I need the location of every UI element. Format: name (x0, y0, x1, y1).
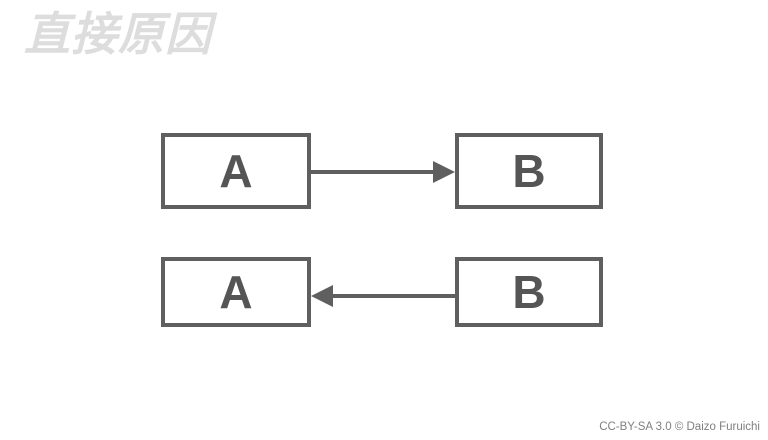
node-label-a-row1: A (219, 145, 253, 197)
arrow-b-to-a-icon (311, 285, 457, 307)
node-box-b-row2[interactable]: B (455, 257, 603, 327)
arrow-head-right (433, 161, 455, 183)
page-title: 直接原因 (24, 8, 212, 60)
diagram-row-2: A B (0, 257, 768, 327)
diagram-row-1: A B (0, 133, 768, 209)
node-box-a-row1[interactable]: A (161, 133, 311, 209)
node-box-b-row1[interactable]: B (455, 133, 603, 209)
node-label-a-row2: A (219, 266, 253, 318)
node-label-b-row1: B (512, 145, 546, 197)
arrow-head-left (311, 285, 333, 307)
node-label-b-row2: B (512, 266, 546, 318)
arrow-a-to-b-icon (309, 161, 455, 183)
license-credit: CC-BY-SA 3.0 © Daizo Furuichi (599, 421, 760, 433)
node-box-a-row2[interactable]: A (161, 257, 311, 327)
